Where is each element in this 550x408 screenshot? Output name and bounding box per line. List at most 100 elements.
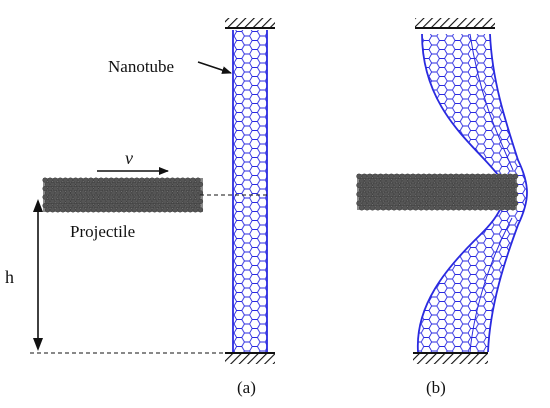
projectile-atom <box>456 178 462 184</box>
projectile-atom <box>472 205 478 211</box>
panel-b-label: (b) <box>426 378 446 397</box>
projectile-atom <box>134 203 140 209</box>
projectile-atom <box>483 187 489 193</box>
projectile-atom <box>129 177 135 183</box>
projectile-atom <box>157 181 163 187</box>
projectile-atom <box>83 186 89 192</box>
projectile-atom <box>469 173 476 179</box>
projectile-atom <box>383 200 389 206</box>
projectile-atom <box>410 191 416 197</box>
projectile-atom <box>504 205 511 211</box>
nanotube-straight <box>232 30 268 352</box>
projectile-atom <box>152 181 158 187</box>
projectile-atom <box>157 198 163 204</box>
projectile-atom <box>98 203 104 209</box>
projectile-atom <box>448 173 454 179</box>
projectile-atom <box>65 198 71 204</box>
projectile-atom <box>197 198 204 204</box>
projectile-atom <box>111 198 117 204</box>
projectile-atom <box>67 194 74 200</box>
projectile-atom <box>388 182 395 188</box>
projectile-atom <box>415 182 422 188</box>
projectile-atom <box>437 200 443 206</box>
projectile-atom <box>458 173 465 179</box>
projectile-atom <box>391 205 397 211</box>
projectile-atom <box>149 203 155 209</box>
projectile-atom <box>472 178 478 184</box>
projectile-atom <box>75 190 81 196</box>
top-clamp-b <box>415 18 495 29</box>
projectile-atom <box>496 173 503 179</box>
projectile-atom <box>494 178 500 184</box>
projectile-atom <box>141 190 147 196</box>
projectile-atom <box>410 173 416 179</box>
projectile-atom <box>394 182 400 188</box>
projectile-atom <box>499 178 505 184</box>
projectile-atom <box>394 191 400 197</box>
projectile-atom <box>429 178 435 184</box>
projectile-atom <box>391 178 397 184</box>
projectile-atom <box>502 173 508 179</box>
projectile-atom <box>456 196 462 202</box>
projectile-atom <box>50 181 56 187</box>
projectile-atom <box>372 173 378 179</box>
projectile-atom <box>485 173 492 179</box>
projectile-atom <box>55 198 61 204</box>
projectile-atom <box>167 190 173 196</box>
projectile-atom <box>499 187 505 193</box>
projectile-atom <box>73 194 79 200</box>
height-label: h <box>5 267 14 287</box>
projectile-atom <box>111 181 117 187</box>
projectile-atom <box>175 203 181 209</box>
projectile-atom <box>108 186 114 192</box>
projectile-atom <box>172 207 178 213</box>
projectile-atom <box>453 173 459 179</box>
projectile-atom <box>80 198 86 204</box>
projectile-atom <box>195 177 201 183</box>
projectile-atom <box>73 203 79 209</box>
projectile-atom <box>88 203 94 209</box>
projectile-atom <box>377 200 384 206</box>
projectile-atom <box>418 196 424 202</box>
projectile-atom <box>152 198 158 204</box>
projectile-atom <box>477 205 484 211</box>
projectile-atom <box>494 187 500 193</box>
projectile-atom <box>469 191 476 197</box>
projectile-atom <box>159 186 165 192</box>
projectile-atom <box>361 191 368 197</box>
projectile-atom <box>154 186 160 192</box>
projectile-atom <box>55 181 61 187</box>
projectile-atom <box>52 186 58 192</box>
projectile-atom <box>80 181 86 187</box>
projectile-atom <box>85 207 91 213</box>
projectile-atom <box>488 196 494 202</box>
projectile-atom <box>507 173 513 179</box>
projectile-atom <box>195 203 201 209</box>
projectile-atom <box>75 207 81 213</box>
projectile-atom <box>399 191 405 197</box>
projectile-atom <box>175 177 181 183</box>
projectile-atom <box>164 194 170 200</box>
projectile-atom <box>404 173 411 179</box>
projectile-atom <box>402 196 408 202</box>
projectile-atom <box>187 198 193 204</box>
projectile-atom <box>440 196 446 202</box>
projectile-atom <box>421 200 427 206</box>
projectile-atom <box>141 207 147 213</box>
projectile-atom <box>472 196 478 202</box>
projectile-atom <box>190 203 196 209</box>
projectile-atom <box>62 203 68 209</box>
projectile-atom <box>485 200 492 206</box>
projectile-atom <box>144 194 150 200</box>
projectile-atom <box>448 200 454 206</box>
projectile-atom <box>57 186 63 192</box>
projectile-atom <box>480 191 486 197</box>
projectile-atom <box>410 200 416 206</box>
projectile-atom <box>488 178 494 184</box>
projectile-atom <box>83 177 89 183</box>
projectile-atom <box>396 187 403 193</box>
projectile-atom <box>391 187 397 193</box>
projectile-atom <box>356 200 362 206</box>
projectile-atom <box>440 178 446 184</box>
projectile-atom <box>197 207 204 213</box>
